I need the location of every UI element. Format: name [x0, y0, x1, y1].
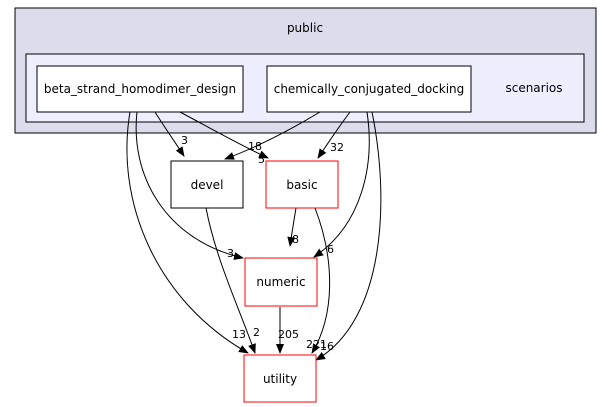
edge-label-chem-utility: 16 — [320, 340, 334, 353]
node-label-utility: utility — [263, 372, 297, 386]
edge-label-beta-devel: 3 — [181, 134, 188, 147]
edge-chem-devel — [224, 111, 321, 160]
edge-label-beta-basic: 18 — [248, 140, 262, 153]
edge-label-chem-numeric: 6 — [327, 243, 334, 256]
edge-label-basic-numeric: 8 — [292, 233, 299, 246]
edge-label-basic-utility: 221 — [306, 338, 327, 351]
node-label-chem: chemically_conjugated_docking — [274, 82, 465, 96]
edge-label-numeric-utility: 205 — [278, 328, 299, 341]
node-label-basic: basic — [286, 178, 317, 192]
edge-chem-numeric — [313, 111, 370, 258]
node-basic[interactable]: basic — [265, 160, 339, 209]
node-label-beta: beta_strand_homodimer_design — [44, 82, 236, 96]
edge-beta-basic — [179, 111, 269, 159]
edge-basic-utility — [311, 207, 331, 354]
edge-basic-numeric — [287, 207, 297, 247]
edge-label-devel-utility: 2 — [253, 326, 260, 339]
edge-chem-utility — [315, 111, 382, 361]
node-devel[interactable]: devel — [170, 160, 244, 209]
node-label-numeric: numeric — [256, 275, 305, 289]
edge-label-beta-numeric: 3 — [227, 247, 234, 260]
node-numeric[interactable]: numeric — [244, 257, 318, 307]
edge-label-chem-devel: 5 — [258, 153, 265, 166]
edge-labels: 3 18 5 32 3 6 8 13 2 205 221 16 — [181, 134, 344, 353]
cluster-public-label: public — [287, 21, 323, 35]
edge-devel-utility — [205, 207, 256, 354]
edge-chem-basic — [317, 111, 351, 159]
cluster-scenarios-label: scenarios — [505, 81, 562, 95]
node-beta-strand-homodimer-design[interactable]: beta_strand_homodimer_design — [36, 65, 244, 113]
node-utility[interactable]: utility — [243, 354, 317, 403]
edges — [126, 111, 382, 361]
node-chemically-conjugated-docking[interactable]: chemically_conjugated_docking — [266, 65, 472, 113]
edge-beta-utility — [126, 111, 249, 354]
edge-beta-devel — [154, 111, 185, 157]
edge-label-chem-basic: 32 — [330, 141, 344, 154]
edge-label-beta-utility: 13 — [232, 328, 246, 341]
node-label-devel: devel — [191, 178, 224, 192]
